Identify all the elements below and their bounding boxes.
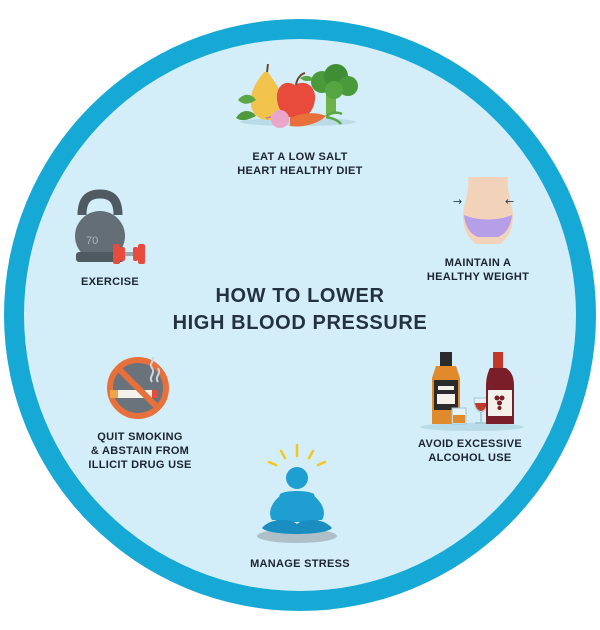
kettlebell-weight: 70 <box>86 235 98 247</box>
tip-diet-label: EAT A LOW SALT HEART HEALTHY DIET <box>237 151 363 177</box>
waist-icon: → ← <box>453 177 514 244</box>
inner-disc <box>24 39 576 591</box>
svg-text:←: ← <box>505 195 514 208</box>
tip-alcohol-label: AVOID EXCESSIVE ALCOHOL USE <box>418 438 522 464</box>
fruit-vegetables-icon <box>236 63 358 128</box>
page-title: HOW TO LOWER HIGH BLOOD PRESSURE <box>120 283 480 337</box>
tip-smoking-label: QUIT SMOKING & ABSTAIN FROM ILLICIT DRUG… <box>88 431 192 471</box>
tip-exercise-label: EXERCISE <box>80 276 140 288</box>
title-line-2: HIGH BLOOD PRESSURE <box>172 312 428 334</box>
title-line-1: HOW TO LOWER <box>215 285 385 307</box>
meditation-icon <box>257 443 337 543</box>
kettlebell-icon: 70 <box>75 189 145 264</box>
no-smoking-icon <box>107 356 169 419</box>
svg-text:→: → <box>453 195 462 208</box>
bottles-icon <box>420 352 524 431</box>
tip-stress-label: MANAGE STRESS <box>250 558 350 570</box>
tip-weight-label: MAINTAIN A HEALTHY WEIGHT <box>426 257 530 283</box>
